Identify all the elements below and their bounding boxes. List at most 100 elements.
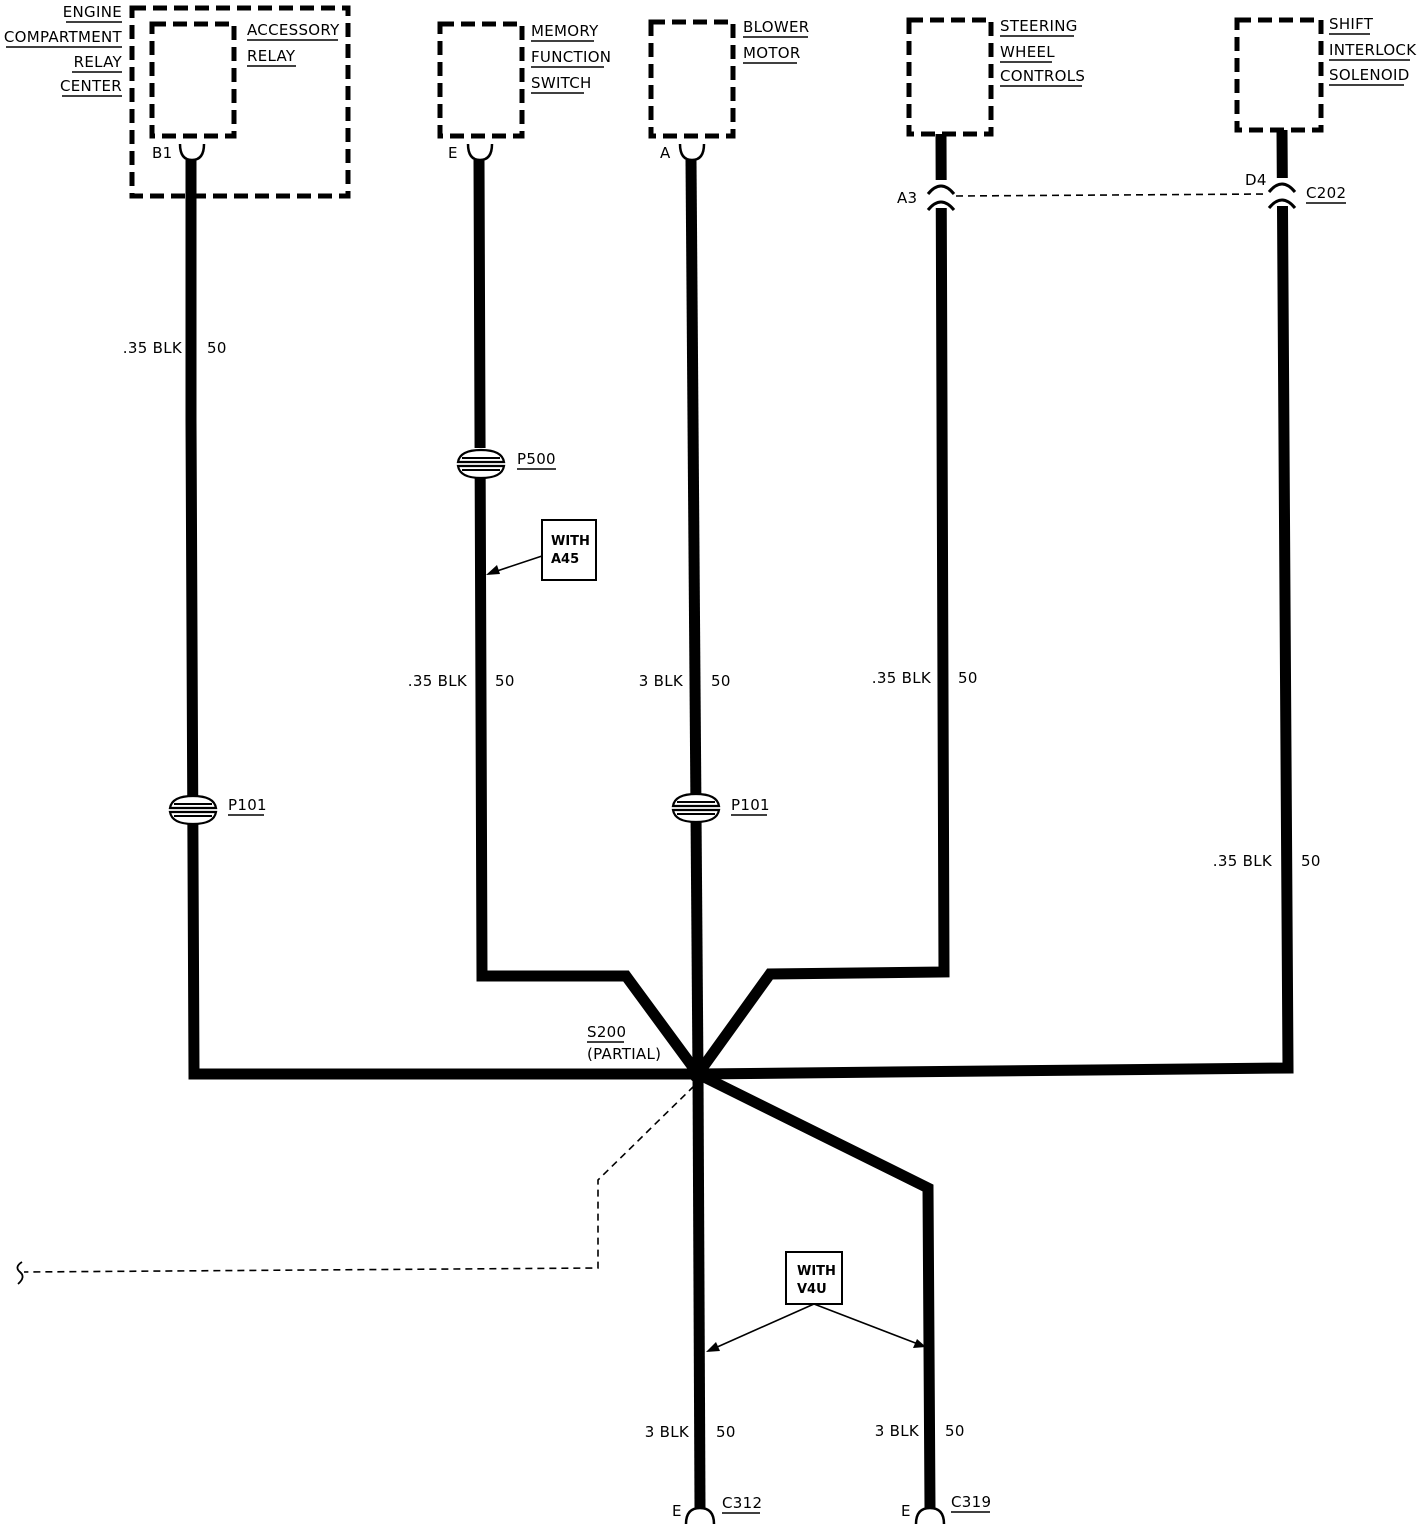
connector-a3-icon [926, 180, 956, 211]
arrow-a45-icon [486, 555, 543, 575]
connector-p101-mid-label: P101 [731, 796, 770, 816]
svg-text:RELAY: RELAY [247, 47, 296, 65]
pin-e-c312-label: E [672, 1502, 682, 1520]
svg-text:P101: P101 [228, 796, 267, 814]
svg-text:P101: P101 [731, 796, 770, 814]
accessory-relay-box [149, 21, 237, 139]
pin-d4-label: D4 [1245, 171, 1267, 189]
wire-label-blower-motor: 3 BLK 50 [639, 672, 731, 690]
dashed-connector-link [955, 193, 1269, 197]
svg-text:.35 BLK: .35 BLK [123, 339, 183, 357]
connector-c319-terminal-icon [914, 1506, 946, 1524]
svg-text:FUNCTION: FUNCTION [531, 48, 611, 66]
svg-text:50: 50 [1301, 852, 1321, 870]
svg-text:CENTER: CENTER [60, 77, 122, 95]
dashed-branch-wire [23, 1085, 695, 1273]
svg-text:SHIFT: SHIFT [1329, 15, 1374, 33]
svg-text:WITH: WITH [551, 534, 590, 549]
pin-b1-terminal-icon [178, 143, 206, 162]
wire-label-c319: 3 BLK 50 [875, 1422, 965, 1440]
break-symbol-icon [16, 1261, 24, 1285]
option-box-a45: WITH A45 [541, 519, 597, 581]
steering-wheel-controls-label: STEERING WHEEL CONTROLS [1000, 17, 1085, 87]
memory-function-switch-label: MEMORY FUNCTION SWITCH [531, 22, 611, 94]
blower-motor-label: BLOWER MOTOR [743, 18, 809, 64]
svg-text:STEERING: STEERING [1000, 17, 1078, 35]
svg-text:50: 50 [945, 1422, 965, 1440]
connector-p500-icon [456, 448, 506, 480]
connector-c312-terminal-icon [684, 1506, 716, 1524]
pin-a3-label: A3 [897, 189, 917, 207]
wire-steering-wheel-controls [693, 133, 950, 1078]
pin-e-c319-label: E [901, 1502, 911, 1520]
svg-text:C312: C312 [722, 1494, 762, 1512]
svg-text:C319: C319 [951, 1493, 991, 1511]
pin-e-memory-terminal-icon [466, 143, 494, 162]
svg-text:(PARTIAL): (PARTIAL) [587, 1045, 661, 1063]
svg-text:50: 50 [207, 339, 227, 357]
svg-text:SOLENOID: SOLENOID [1329, 66, 1410, 84]
wire-label-c312: 3 BLK 50 [645, 1423, 736, 1441]
wire-label-steering-wheel: .35 BLK 50 [872, 669, 978, 687]
shift-interlock-solenoid-label: SHIFT INTERLOCK SOLENOID [1329, 15, 1417, 86]
svg-text:3 BLK: 3 BLK [875, 1422, 920, 1440]
svg-text:3 BLK: 3 BLK [645, 1423, 690, 1441]
shift-interlock-solenoid-box [1234, 17, 1324, 133]
svg-text:BLOWER: BLOWER [743, 18, 809, 36]
connector-c319-label: C319 [951, 1493, 991, 1513]
svg-text:50: 50 [958, 669, 978, 687]
svg-text:INTERLOCK: INTERLOCK [1329, 41, 1417, 59]
svg-text:.35 BLK: .35 BLK [872, 669, 932, 687]
svg-text:RELAY: RELAY [74, 53, 123, 71]
wire-label-shift-interlock: .35 BLK 50 [1213, 852, 1321, 870]
connector-p101-left-label: P101 [228, 796, 267, 816]
splice-s200-dot [689, 1065, 707, 1083]
arrow-v4u-right-icon [813, 1303, 926, 1348]
wire-shift-interlock-solenoid [697, 129, 1294, 1080]
connector-p101-left-icon [168, 794, 218, 826]
accessory-relay-label: ACCESSORY RELAY [247, 21, 340, 67]
pin-b1-label: B1 [152, 144, 172, 162]
wire-to-c319 [695, 1069, 936, 1509]
svg-text:MOTOR: MOTOR [743, 44, 801, 62]
pin-e-memory-label: E [448, 144, 458, 162]
wire-label-memory-function: .35 BLK 50 [408, 672, 515, 690]
svg-text:ACCESSORY: ACCESSORY [247, 21, 340, 39]
wire-accessory-relay [185, 160, 698, 1080]
svg-text:A45: A45 [551, 552, 579, 567]
svg-text:.35 BLK: .35 BLK [408, 672, 468, 690]
wire-memory-function-switch [473, 159, 703, 1078]
svg-text:CONTROLS: CONTROLS [1000, 67, 1085, 85]
blower-motor-box [648, 19, 736, 139]
splice-s200-label: S200 (PARTIAL) [587, 1023, 661, 1063]
connector-c312-label: C312 [722, 1494, 762, 1514]
svg-text:COMPARTMENT: COMPARTMENT [4, 28, 123, 46]
connector-p500-label: P500 [517, 450, 556, 470]
svg-text:.35 BLK: .35 BLK [1213, 852, 1273, 870]
wire-label-accessory-relay: .35 BLK 50 [123, 339, 227, 357]
svg-text:S200: S200 [587, 1023, 626, 1041]
svg-text:V4U: V4U [797, 1282, 827, 1297]
svg-text:50: 50 [711, 672, 731, 690]
svg-text:3 BLK: 3 BLK [639, 672, 684, 690]
svg-text:50: 50 [716, 1423, 736, 1441]
arrow-v4u-left-icon [706, 1303, 815, 1352]
pin-a-blower-label: A [660, 144, 671, 162]
svg-text:SWITCH: SWITCH [531, 74, 592, 92]
svg-text:ENGINE: ENGINE [63, 3, 122, 21]
connector-c202-label: C202 [1306, 184, 1346, 204]
svg-text:WHEEL: WHEEL [1000, 43, 1055, 61]
option-box-v4u: WITH V4U [785, 1251, 843, 1305]
connector-c202-icon [1267, 178, 1297, 209]
pin-a-blower-terminal-icon [678, 143, 706, 162]
wire-to-c312 [692, 1073, 706, 1509]
svg-text:50: 50 [495, 672, 515, 690]
engine-compartment-relay-center-box [129, 5, 351, 199]
connector-p101-mid-icon [671, 792, 721, 824]
svg-text:C202: C202 [1306, 184, 1346, 202]
svg-text:P500: P500 [517, 450, 556, 468]
steering-wheel-controls-box [906, 17, 994, 137]
svg-text:WITH: WITH [797, 1264, 836, 1279]
